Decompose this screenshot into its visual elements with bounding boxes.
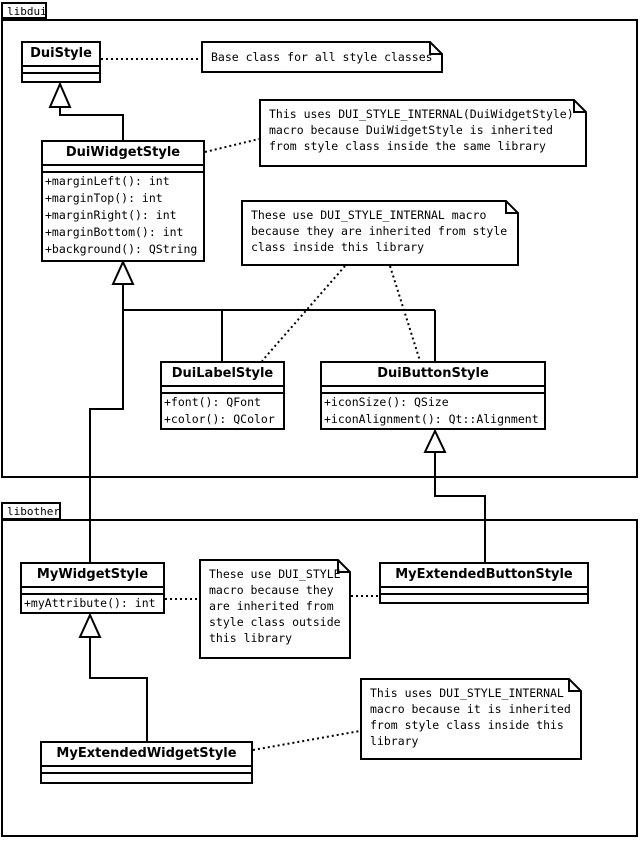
operation: +color(): QColor xyxy=(164,412,275,426)
note-anchor-duiwidgetstyle xyxy=(204,138,260,153)
class-duibuttonstyle-name: DuiButtonStyle xyxy=(377,366,489,381)
note-base-class: Base class for all style classes xyxy=(201,41,443,73)
class-duilabelstyle-operations: +font(): QFont +color(): QColor xyxy=(162,392,283,428)
class-mywidgetstyle-name: MyWidgetStyle xyxy=(36,567,149,582)
note-anchor-duilabelstyle xyxy=(261,265,346,362)
note-text: These use DUI_STYLE_INTERNAL macro becau… xyxy=(251,208,508,254)
generalization-mywidgetstyle-duiwidgetstyle xyxy=(89,284,124,563)
inheritance-triangle-mywidgetstyle xyxy=(78,612,102,638)
class-duibuttonstyle: DuiButtonStyle +iconSize(): QSize +iconA… xyxy=(320,361,546,430)
class-duiwidgetstyle-name: DuiWidgetStyle xyxy=(65,145,181,160)
note-text: This uses DUI_STYLE_INTERNAL macro becau… xyxy=(370,686,571,748)
generalization-myextendedwidgetstyle-mywidgetstyle xyxy=(89,638,148,742)
class-myextendedbuttonstyle-operations-empty xyxy=(381,593,587,600)
inheritance-triangle-duibuttonstyle xyxy=(423,428,447,453)
class-duistyle-attributes-empty xyxy=(23,65,99,72)
class-duibuttonstyle-operations: +iconSize(): QSize +iconAlignment(): Qt:… xyxy=(322,392,544,428)
package-tab-libdui: libdui xyxy=(1,2,47,19)
operation: +marginBottom(): int xyxy=(45,225,184,239)
note-anchor-duibuttonstyle xyxy=(389,265,421,362)
note-dui-style-macro: These use DUI_STYLE macro because they a… xyxy=(199,559,351,659)
note-text: Base class for all style classes xyxy=(211,50,433,64)
class-duiwidgetstyle-operations: +marginLeft(): int +marginTop(): int +ma… xyxy=(43,171,203,258)
operation: +marginTop(): int xyxy=(45,191,163,205)
class-mywidgetstyle-operations: +myAttribute(): int xyxy=(22,593,163,612)
package-body-libdui xyxy=(1,19,638,478)
class-myextendedwidgetstyle: MyExtendedWidgetStyle xyxy=(40,741,253,784)
class-duilabelstyle-name: DuiLabelStyle xyxy=(171,366,274,381)
inheritance-triangle-duistyle xyxy=(48,81,72,108)
note-widget-internal: This uses DUI_STYLE_INTERNAL(DuiWidgetSt… xyxy=(259,99,587,167)
class-mywidgetstyle: MyWidgetStyle +myAttribute(): int xyxy=(20,562,165,614)
note-text: These use DUI_STYLE macro because they a… xyxy=(209,567,341,645)
operation: +iconAlignment(): Qt::Alignment xyxy=(324,412,539,426)
operation: +marginLeft(): int xyxy=(45,174,170,188)
class-duiwidgetstyle-attributes-empty xyxy=(43,164,203,171)
generalization-myextendedbuttonstyle-duibuttonstyle xyxy=(434,452,486,563)
class-duibuttonstyle-attributes-empty xyxy=(322,385,544,392)
note-shape xyxy=(241,200,519,266)
class-duilabelstyle-attributes-empty xyxy=(162,385,283,392)
note-extended-internal: This uses DUI_STYLE_INTERNAL macro becau… xyxy=(360,678,582,760)
note-shape xyxy=(201,41,443,73)
operation: +marginRight(): int xyxy=(45,208,177,222)
note-shape xyxy=(199,559,351,659)
class-mywidgetstyle-attributes-empty xyxy=(22,586,163,593)
class-duistyle: DuiStyle xyxy=(21,41,101,83)
operation: +font(): QFont xyxy=(164,395,261,409)
class-myextendedwidgetstyle-attributes-empty xyxy=(42,765,251,772)
class-duilabelstyle: DuiLabelStyle +font(): QFont +color(): Q… xyxy=(160,361,285,430)
inheritance-triangle-duiwidgetstyle xyxy=(111,259,135,285)
class-myextendedwidgetstyle-name: MyExtendedWidgetStyle xyxy=(56,746,237,761)
operation: +background(): QString xyxy=(45,242,198,256)
note-text: This uses DUI_STYLE_INTERNAL(DuiWidgetSt… xyxy=(269,107,574,153)
note-internal-same-lib: These use DUI_STYLE_INTERNAL macro becau… xyxy=(241,200,519,266)
package-body-libother xyxy=(1,519,638,837)
class-duistyle-name: DuiStyle xyxy=(30,46,92,61)
class-myextendedbuttonstyle-attributes-empty xyxy=(381,586,587,593)
note-shape xyxy=(360,678,582,760)
note-anchor-myextendedwidgetstyle xyxy=(252,730,361,751)
operation: +myAttribute(): int xyxy=(24,596,156,610)
class-myextendedwidgetstyle-operations-empty xyxy=(42,772,251,779)
class-myextendedbuttonstyle: MyExtendedButtonStyle xyxy=(379,562,589,604)
class-myextendedbuttonstyle-name: MyExtendedButtonStyle xyxy=(395,567,573,582)
operation: +iconSize(): QSize xyxy=(324,395,449,409)
generalization-duiwidgetstyle-duistyle xyxy=(59,107,124,141)
note-shape xyxy=(259,99,587,167)
class-duiwidgetstyle: DuiWidgetStyle +marginLeft(): int +margi… xyxy=(41,140,205,262)
class-duistyle-operations-empty xyxy=(23,72,99,79)
